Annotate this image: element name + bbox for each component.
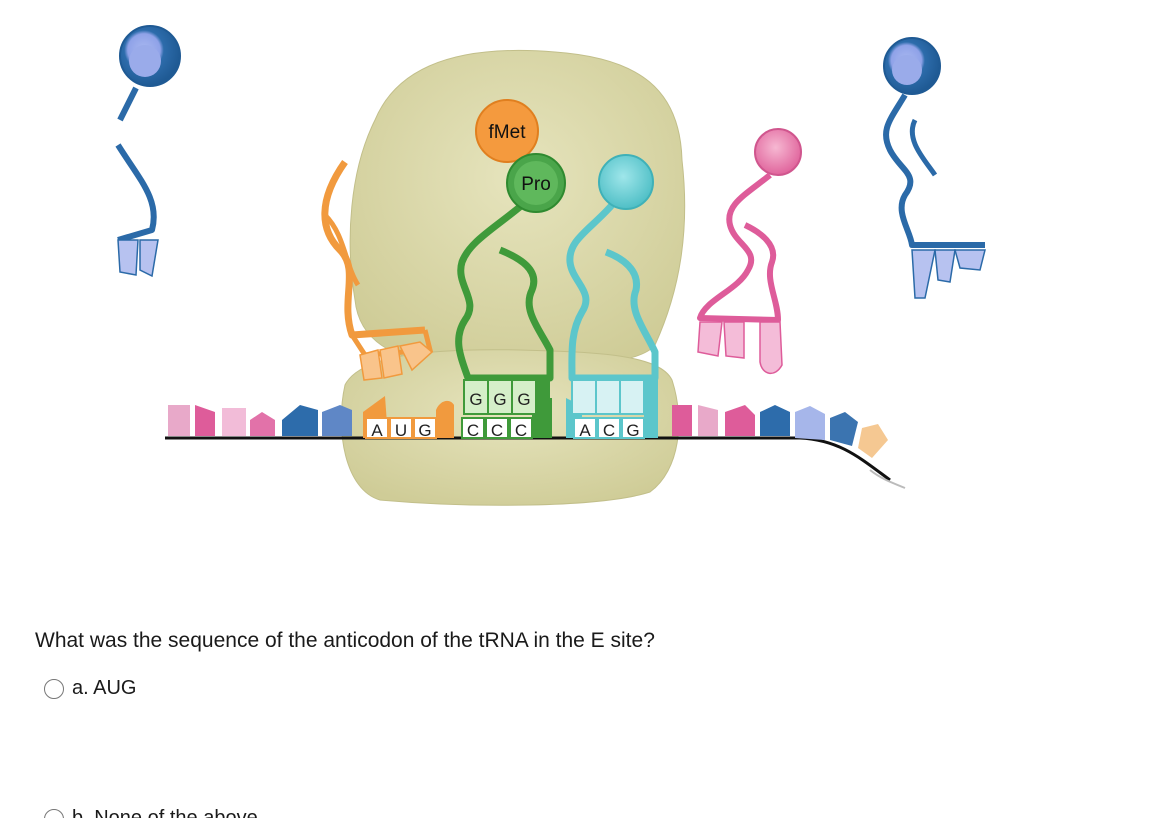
answer-option-a[interactable]: a. AUG: [44, 677, 136, 700]
codon-base: G: [626, 421, 639, 440]
answer-option-a-label: a. AUG: [72, 677, 137, 699]
codon-base: A: [579, 421, 591, 440]
trna-incoming-pink: [697, 128, 802, 374]
fmet-label: fMet: [489, 122, 527, 143]
trna-incoming-blue-right: [883, 37, 986, 299]
question-text: What was the sequence of the anticodon o…: [35, 629, 655, 652]
codon-base: U: [395, 421, 407, 440]
codon-base: C: [515, 421, 527, 440]
codon-letters: A U G C C C A C G: [371, 421, 639, 440]
answer-option-b[interactable]: b. None of the above: [44, 807, 258, 818]
trna-blue-left: [115, 25, 181, 278]
amino-acid-fmet: fMet: [475, 99, 539, 163]
trna-e-site: [321, 159, 434, 381]
mrna-strand: [165, 405, 906, 489]
anticodon-base: G: [469, 390, 482, 409]
answer-option-b-label: b. None of the above: [72, 807, 258, 818]
trna-a-site: [566, 154, 659, 415]
pro-label: Pro: [521, 174, 551, 195]
radio-button-b[interactable]: [44, 808, 64, 818]
radio-button-a[interactable]: [44, 678, 64, 699]
trna-p-site: G G G: [455, 197, 554, 415]
codon-base: G: [418, 421, 431, 440]
codon-base: A: [371, 421, 383, 440]
anticodon-base: G: [493, 390, 506, 409]
codon-base: C: [491, 421, 503, 440]
amino-acid-pro: Pro: [506, 153, 566, 213]
translation-figure: A U G C C C A C G G G G: [115, 25, 986, 506]
anticodon-base: G: [517, 390, 530, 409]
codon-base: C: [467, 421, 479, 440]
codon-base: C: [603, 421, 615, 440]
